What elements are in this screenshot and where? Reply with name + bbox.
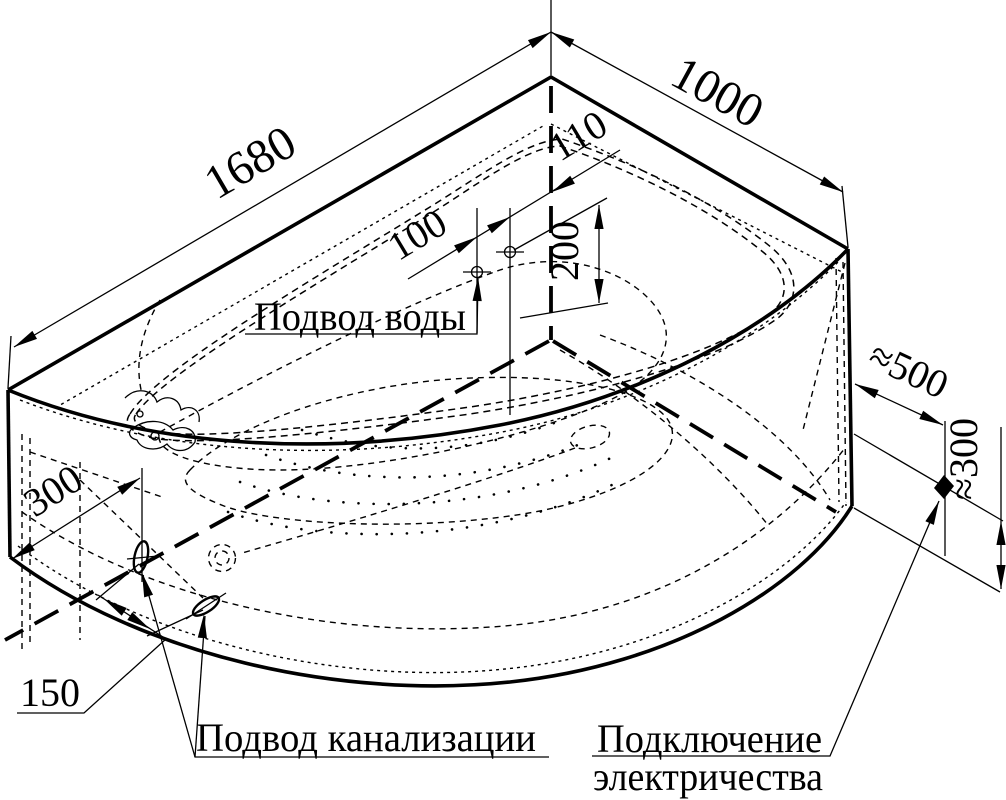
label-water-supply: Подвод воды xyxy=(245,276,483,339)
label-sewer-connection: Подвод канализации xyxy=(137,571,549,760)
dim-1000-value: 1000 xyxy=(663,46,773,139)
dim-500-value: ≈500 xyxy=(862,332,955,407)
dim-100-value: 100 xyxy=(380,200,455,269)
label-electrical-line1: Подключение xyxy=(597,716,822,761)
water-supply-points xyxy=(463,245,524,279)
label-electrical-line2: электричества xyxy=(593,754,823,799)
bowl-bottom-dots xyxy=(226,418,624,536)
shower-handset-sketch xyxy=(124,299,200,452)
bathtub-hidden-lines xyxy=(17,123,847,674)
label-electrical-connection: Подключение электричества xyxy=(592,499,944,799)
dim-300-electrical: ≈300 xyxy=(853,418,1006,593)
dim-150: 150 xyxy=(17,563,204,715)
dim-500: ≈500 xyxy=(853,332,955,556)
dim-200-value: 200 xyxy=(542,221,587,281)
dim-150-value: 150 xyxy=(20,670,80,715)
bathtub-outline xyxy=(6,75,854,688)
dim-1680-value: 1680 xyxy=(195,115,305,209)
room-corner-lines xyxy=(4,86,837,642)
dim-300e-value: ≈300 xyxy=(941,418,986,500)
label-water-supply-text: Подвод воды xyxy=(254,294,466,339)
dim-200: 200 xyxy=(513,197,609,319)
label-sewer-connection-text: Подвод канализации xyxy=(196,715,536,760)
